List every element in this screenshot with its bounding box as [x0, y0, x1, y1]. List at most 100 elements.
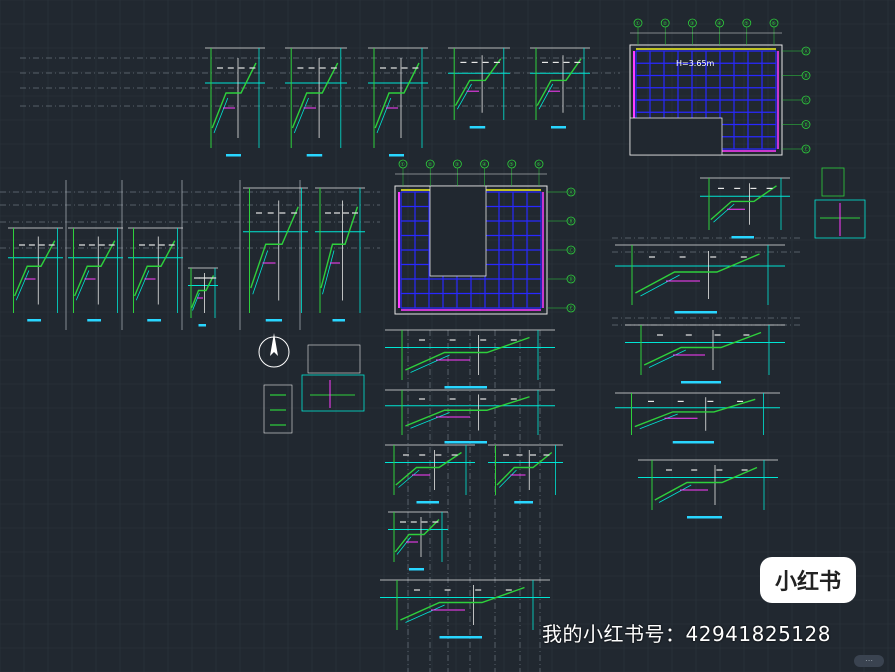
section-detail — [315, 187, 365, 322]
slab-path — [405, 336, 530, 371]
axis-tag: Ⓒ — [804, 97, 809, 104]
rebar-path — [192, 292, 200, 311]
account-watermark: 我的小红书号：42941825128 — [542, 622, 831, 646]
cad-rect — [301, 374, 365, 412]
axis-tag: ⑥ — [537, 162, 542, 168]
corner-status-icon: ⋯ — [854, 655, 884, 667]
axis-tag: Ⓓ — [804, 122, 809, 129]
rebar-path — [648, 349, 686, 368]
rebar-path — [498, 469, 517, 488]
slab-path — [394, 519, 440, 553]
rebar-path — [322, 250, 335, 295]
rebar-path — [658, 484, 692, 503]
rebar-path — [135, 270, 150, 301]
axis-tag: Ⓑ — [804, 73, 809, 80]
section-detail — [448, 47, 510, 129]
rebar-path — [75, 270, 90, 301]
axis-tag: Ⓑ — [569, 218, 574, 225]
axis-tag: ③ — [690, 21, 694, 27]
rebar-path — [538, 83, 554, 110]
cad-rect — [27, 319, 41, 322]
axis-tag: ④ — [717, 21, 722, 27]
cad-rect — [444, 441, 487, 444]
cad-rect — [332, 319, 345, 322]
axis-tag: ③ — [455, 162, 459, 168]
cad-rect — [687, 516, 722, 519]
slab-path — [710, 185, 777, 221]
slab-path — [654, 466, 758, 501]
slab-path — [536, 58, 582, 106]
section-detail — [243, 187, 308, 322]
axis-tag: Ⓐ — [569, 189, 574, 196]
cad-rect — [307, 344, 361, 374]
rebar-path — [410, 354, 450, 373]
cad-rect — [198, 324, 206, 327]
section-detail — [128, 227, 183, 322]
axis-tag: Ⓒ — [569, 247, 574, 254]
slab-path — [405, 396, 530, 427]
axis-tag: Ⓔ — [804, 146, 809, 153]
rebar-path — [376, 97, 392, 134]
cad-rect — [674, 311, 717, 314]
axis-tag: ① — [636, 21, 641, 27]
slab-path — [250, 206, 299, 289]
cad-rect — [629, 117, 723, 156]
cad-rect — [226, 154, 241, 157]
section-detail — [638, 459, 778, 519]
cad-rect — [821, 167, 845, 197]
cad-rect — [630, 118, 722, 155]
section-detail — [385, 329, 555, 389]
cad-rect — [469, 126, 486, 129]
section-detail — [368, 47, 428, 157]
cad-rect — [551, 126, 566, 129]
axis-tag: ② — [663, 21, 668, 27]
rebar-path — [15, 270, 30, 301]
axis-tag: ⑥ — [772, 21, 777, 27]
section-detail — [615, 392, 780, 444]
cad-rect — [439, 636, 482, 639]
rebar-path — [293, 97, 309, 134]
cad-rect — [265, 319, 282, 322]
slab-path — [211, 62, 257, 129]
xiaohongshu-logo: 小红书 — [760, 557, 856, 603]
cad-rect — [409, 568, 424, 571]
slab-path — [643, 331, 762, 366]
slab-path — [133, 240, 176, 297]
axis-tag: ① — [401, 162, 406, 168]
slab-path — [496, 451, 553, 486]
axis-tag: ⑤ — [509, 162, 513, 168]
axis-tag: Ⓓ — [569, 276, 574, 283]
slab-path — [635, 253, 760, 294]
level-label: H=3.65m — [676, 59, 715, 68]
section-detail — [385, 389, 555, 444]
logo-text: 小红书 — [774, 570, 841, 595]
cad-rect — [429, 185, 487, 277]
section-detail — [205, 47, 265, 157]
cad-rect — [263, 384, 293, 434]
rebar-path — [398, 469, 420, 488]
rebar-path — [639, 413, 678, 430]
cad-rect — [814, 199, 866, 239]
cad-rect — [87, 319, 101, 322]
cad-rect — [430, 186, 486, 276]
cad-rect — [681, 381, 721, 384]
section-detail — [625, 324, 785, 384]
slab-path — [400, 586, 525, 621]
section-detail — [285, 47, 347, 157]
misc-annotations — [258, 167, 866, 434]
section-detail — [380, 579, 550, 639]
rebar-path — [252, 250, 269, 295]
axis-tag: Ⓐ — [804, 48, 809, 55]
axis-tag: ② — [428, 162, 433, 168]
cad-rect — [306, 154, 323, 157]
slab-path — [190, 275, 215, 309]
rebar-path — [213, 97, 229, 134]
section-detail — [68, 227, 123, 322]
axis-tag: ⑤ — [744, 21, 748, 27]
rebar-path — [405, 604, 445, 623]
slab-path — [291, 62, 339, 129]
